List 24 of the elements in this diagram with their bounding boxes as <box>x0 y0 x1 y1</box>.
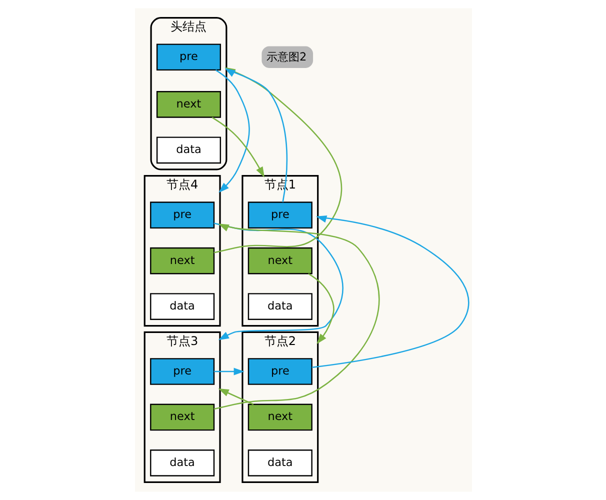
arrow <box>311 216 469 368</box>
node-box: data <box>156 136 221 164</box>
node-box: next <box>150 247 214 274</box>
arrow <box>214 70 250 193</box>
node-box: pre <box>156 44 221 71</box>
node-box: pre <box>247 358 312 385</box>
node-box: data <box>150 293 214 320</box>
node-box: next <box>150 404 214 431</box>
arrow <box>213 224 380 410</box>
node-box: next <box>247 404 312 431</box>
node-box: next <box>247 247 312 274</box>
arrow <box>211 116 264 178</box>
arrow <box>308 273 334 344</box>
node-box: data <box>150 449 214 476</box>
node-box: data <box>247 293 312 320</box>
label: 示意图2 <box>266 50 306 64</box>
arrow <box>218 388 254 405</box>
arrow <box>214 368 244 376</box>
arrow <box>213 222 343 340</box>
node-box: next <box>156 91 221 118</box>
node-box: pre <box>150 202 214 229</box>
node-box: pre <box>150 358 214 385</box>
node-box: data <box>247 449 312 476</box>
node-box: pre <box>247 202 312 229</box>
